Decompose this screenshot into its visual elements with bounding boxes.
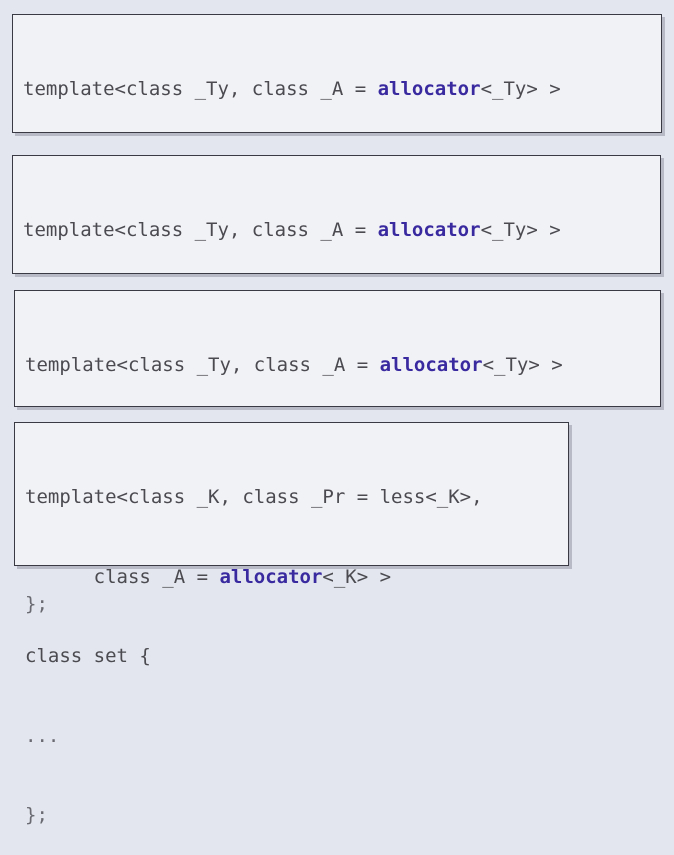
list-allocator-keyword: allocator <box>377 219 481 241</box>
vector-template-text: template<class _Ty, class _A = <box>23 78 378 100</box>
list-template-line: template<class _Ty, class _A = allocator… <box>23 217 650 244</box>
deque-allocator-keyword: allocator <box>379 354 483 376</box>
list-template-text: template<class _Ty, class _A = <box>23 219 378 241</box>
list-code-box: template<class _Ty, class _A = allocator… <box>12 155 661 480</box>
deque-template-tail: <_Ty> > <box>482 354 563 376</box>
set-close-line: }; <box>25 804 48 826</box>
list-template-tail: <_Ty> > <box>480 219 561 241</box>
set-allocator-line: class _A = allocator<_K> > <box>25 564 558 591</box>
deque-template-text: template<class _Ty, class _A = <box>25 354 380 376</box>
set-allocator-tail: <_K> > <box>322 565 392 588</box>
set-body-line: ... <box>25 724 60 747</box>
vector-code-box: template<class _Ty, class _A = allocator… <box>12 14 662 339</box>
set-allocator-prefix: class _A = <box>25 565 220 588</box>
set-class-line: class set { <box>25 645 151 667</box>
set-code-box: template<class _K, class _Pr = less<_K>,… <box>14 422 569 826</box>
vector-template-line: template<class _Ty, class _A = allocator… <box>23 76 651 103</box>
vector-allocator-keyword: allocator <box>377 78 481 100</box>
deque-template-line: template<class _Ty, class _A = allocator… <box>25 352 650 379</box>
deque-code-box: template<class _Ty, class _A = allocator… <box>14 290 661 615</box>
vector-template-tail: <_Ty> > <box>480 78 561 100</box>
set-allocator-keyword: allocator <box>219 565 323 588</box>
deque-close-line: }; <box>25 592 48 615</box>
set-template-line: template<class _K, class _Pr = less<_K>, <box>25 486 483 508</box>
